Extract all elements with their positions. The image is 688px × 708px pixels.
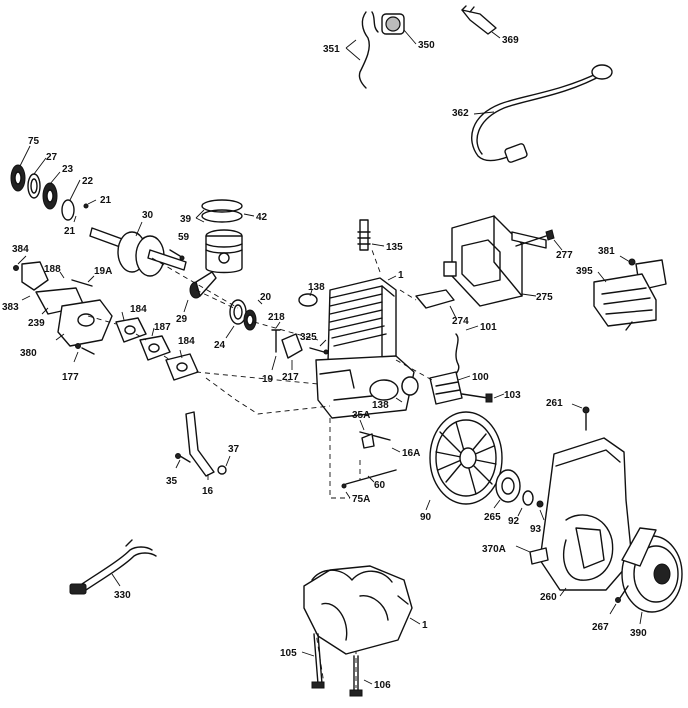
callout-106: 106 bbox=[374, 680, 391, 691]
callout-22: 22 bbox=[82, 176, 94, 187]
piston-and-rings bbox=[169, 199, 255, 274]
callout-265: 265 bbox=[484, 512, 501, 523]
wiring-harness bbox=[69, 539, 157, 595]
air-shroud bbox=[443, 215, 547, 307]
callout-390: 390 bbox=[630, 628, 647, 639]
callout-275: 275 bbox=[536, 292, 553, 303]
crank-seal-stack bbox=[10, 145, 97, 223]
callout-105: 105 bbox=[280, 648, 297, 659]
callout-217: 217 bbox=[282, 372, 299, 383]
bolt bbox=[515, 229, 563, 251]
callout-103: 103 bbox=[504, 390, 521, 401]
callout-42: 42 bbox=[256, 212, 268, 223]
ignition-lead bbox=[471, 64, 613, 163]
callout-381: 381 bbox=[598, 246, 615, 257]
ignition-module bbox=[429, 325, 505, 405]
callout-370a: 370A bbox=[482, 544, 506, 555]
seal-ring bbox=[401, 376, 419, 396]
callout-239: 239 bbox=[28, 318, 45, 329]
starter-cup bbox=[493, 469, 545, 521]
callout-93: 93 bbox=[530, 524, 542, 535]
callout-60: 60 bbox=[374, 480, 386, 491]
callout-90: 90 bbox=[420, 512, 432, 523]
callout-184b: 184 bbox=[178, 336, 195, 347]
callout-21a: 21 bbox=[100, 195, 112, 206]
callout-351: 351 bbox=[323, 44, 340, 55]
callout-75a: 75A bbox=[352, 494, 370, 505]
callout-21b: 21 bbox=[64, 226, 76, 237]
callout-261: 261 bbox=[546, 398, 563, 409]
callout-188: 188 bbox=[44, 264, 61, 275]
callout-92: 92 bbox=[508, 516, 520, 527]
callout-37: 37 bbox=[228, 444, 240, 455]
crankshaft bbox=[89, 221, 187, 277]
callout-23: 23 bbox=[62, 164, 74, 175]
callout-384: 384 bbox=[12, 244, 29, 255]
callout-20: 20 bbox=[260, 292, 272, 303]
primer-assembly bbox=[345, 11, 417, 89]
callout-16a: 16A bbox=[402, 448, 420, 459]
spark-plug bbox=[357, 219, 385, 251]
crankcase-lower bbox=[303, 565, 421, 655]
gasket bbox=[415, 289, 457, 319]
callout-27: 27 bbox=[46, 152, 58, 163]
callout-274: 274 bbox=[452, 316, 469, 327]
governor-arm bbox=[341, 419, 401, 499]
callout-187: 187 bbox=[154, 322, 171, 333]
callout-138b: 138 bbox=[372, 400, 389, 411]
callout-267: 267 bbox=[592, 622, 609, 633]
blower-housing bbox=[515, 403, 633, 597]
callout-24: 24 bbox=[214, 340, 226, 351]
callout-350: 350 bbox=[418, 40, 435, 51]
callout-362: 362 bbox=[452, 108, 469, 119]
callout-59: 59 bbox=[178, 232, 190, 243]
main-bearing bbox=[225, 299, 263, 339]
callout-369: 369 bbox=[502, 35, 519, 46]
callout-277: 277 bbox=[556, 250, 573, 261]
flywheel bbox=[425, 411, 503, 511]
governor-linkage bbox=[271, 321, 329, 371]
callout-16: 16 bbox=[202, 486, 214, 497]
callout-260: 260 bbox=[540, 592, 557, 603]
electric-starter bbox=[593, 255, 667, 331]
throttle-bracket bbox=[175, 411, 231, 480]
callout-101: 101 bbox=[480, 322, 497, 333]
callout-184a: 184 bbox=[130, 304, 147, 315]
spark-plug-boot bbox=[461, 5, 501, 39]
callout-100: 100 bbox=[472, 372, 489, 383]
callout-1a: 1 bbox=[398, 270, 404, 281]
callout-35a: 35A bbox=[352, 410, 370, 421]
carburetor-stack bbox=[13, 255, 199, 381]
callout-218: 218 bbox=[268, 312, 285, 323]
callout-1b: 1 bbox=[422, 620, 428, 631]
callout-35: 35 bbox=[166, 476, 178, 487]
leader-138b bbox=[395, 397, 403, 403]
callout-380: 380 bbox=[20, 348, 37, 359]
callout-39: 39 bbox=[180, 214, 192, 225]
callout-330: 330 bbox=[114, 590, 131, 601]
callout-19a: 19A bbox=[94, 266, 112, 277]
crankcase-upper bbox=[315, 355, 415, 419]
callout-30: 30 bbox=[142, 210, 154, 221]
recoil-starter bbox=[609, 527, 683, 625]
callout-75: 75 bbox=[28, 136, 40, 147]
callout-29: 29 bbox=[176, 314, 188, 325]
crankcase-bolts bbox=[301, 633, 373, 697]
callout-177: 177 bbox=[62, 372, 79, 383]
callout-383: 383 bbox=[2, 302, 19, 313]
callout-135: 135 bbox=[386, 242, 403, 253]
callout-138a: 138 bbox=[308, 282, 325, 293]
callout-395: 395 bbox=[576, 266, 593, 277]
